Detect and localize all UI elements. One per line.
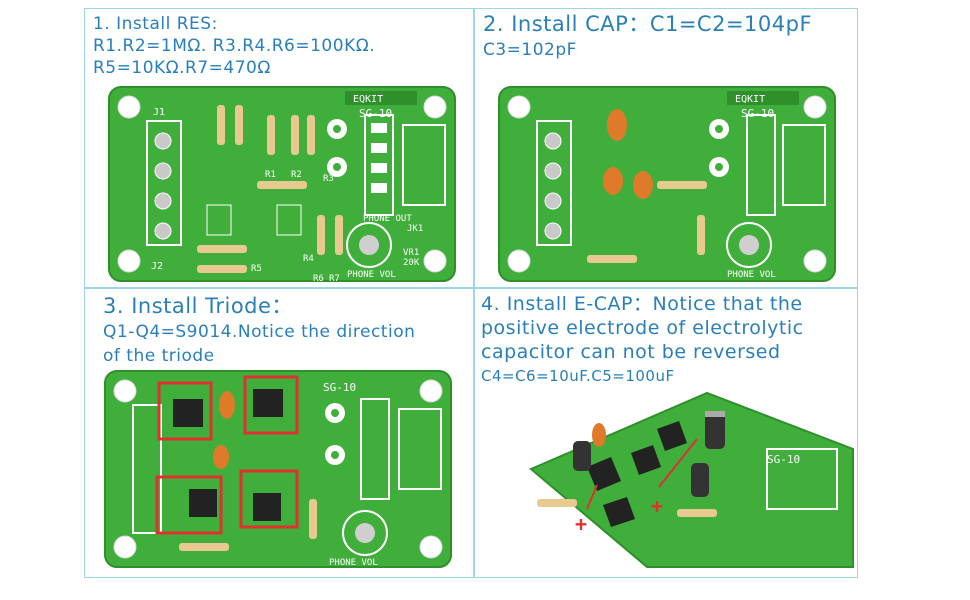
pcb-photo-capacitors: EQKIT SG-10 PHONE VOL [498,86,836,282]
label-phone-out: PHONE OUT [363,214,412,224]
pcb-photo-triodes: SG-10 PHONE VOL [104,370,452,568]
svg-text:PHONE VOL: PHONE VOL [727,270,776,280]
svg-text:R7: R7 [329,274,340,283]
step-3-title: 3. Install Triode： [103,294,293,318]
svg-text:R3: R3 [323,174,334,184]
label-20k: 20K [403,258,420,268]
svg-text:PHONE VOL: PHONE VOL [329,558,378,568]
pcb-photo-resistors: J1 J2 EQKIT SG-10 PHONE OUT JK1 VR1 20K … [108,86,456,283]
step-4-line-3: C4=C6=10uF.C5=100uF [481,367,675,385]
step-1-panel: 1. Install RES: R1.R2=1MΩ. R3.R4.R6=100K… [84,8,474,288]
label-jk1: JK1 [407,224,423,234]
step-3-panel: 3. Install Triode： Q1-Q4=S9014.Notice th… [84,288,474,578]
step-4-line-2: capacitor can not be reversed [481,341,781,363]
step-1-title: 1. Install RES: [93,14,218,34]
label-model: SG-10 [359,107,392,120]
step-4-title: 4. Install E-CAP：Notice that the [481,293,803,315]
step-1-line-2: R5=10KΩ.R7=470Ω [93,58,271,78]
label-phone-vol: PHONE VOL [347,270,396,280]
svg-text:SG-10: SG-10 [767,453,800,466]
step-2-line-1: C3=102pF [483,40,577,60]
highlight-q3 [155,475,223,535]
pcb-photo-electrolytic-caps: + + SG-10 [529,391,854,568]
step-2-panel: 2. Install CAP：C1=C2=104pF C3=102pF EQKI… [474,8,858,288]
step-1-line-1: R1.R2=1MΩ. R3.R4.R6=100KΩ. [93,36,376,56]
highlight-q1 [157,381,213,441]
label-vr1: VR1 [403,248,419,258]
step-3-line-2: of the triode [103,346,215,366]
step-2-title: 2. Install CAP：C1=C2=104pF [483,12,813,36]
label-brand: EQKIT [353,94,383,105]
svg-text:R6: R6 [313,274,324,283]
highlight-q2 [243,375,299,435]
svg-text:SG-10: SG-10 [323,381,356,394]
svg-text:R4: R4 [303,254,314,264]
svg-text:R1: R1 [265,170,276,180]
step-3-line-1: Q1-Q4=S9014.Notice the direction [103,322,416,342]
step-4-panel: 4. Install E-CAP：Notice that the positiv… [474,288,858,578]
plus-marker-1: + [575,512,587,536]
highlight-q4 [239,469,299,529]
svg-text:R2: R2 [291,170,302,180]
svg-text:EQKIT: EQKIT [735,94,765,105]
label-j1: J1 [153,107,165,118]
step-4-line-1: positive electrode of electrolytic [481,317,804,339]
plus-marker-2: + [651,494,663,518]
svg-text:SG-10: SG-10 [741,107,774,120]
svg-text:R5: R5 [251,264,262,274]
label-j2: J2 [151,261,163,272]
